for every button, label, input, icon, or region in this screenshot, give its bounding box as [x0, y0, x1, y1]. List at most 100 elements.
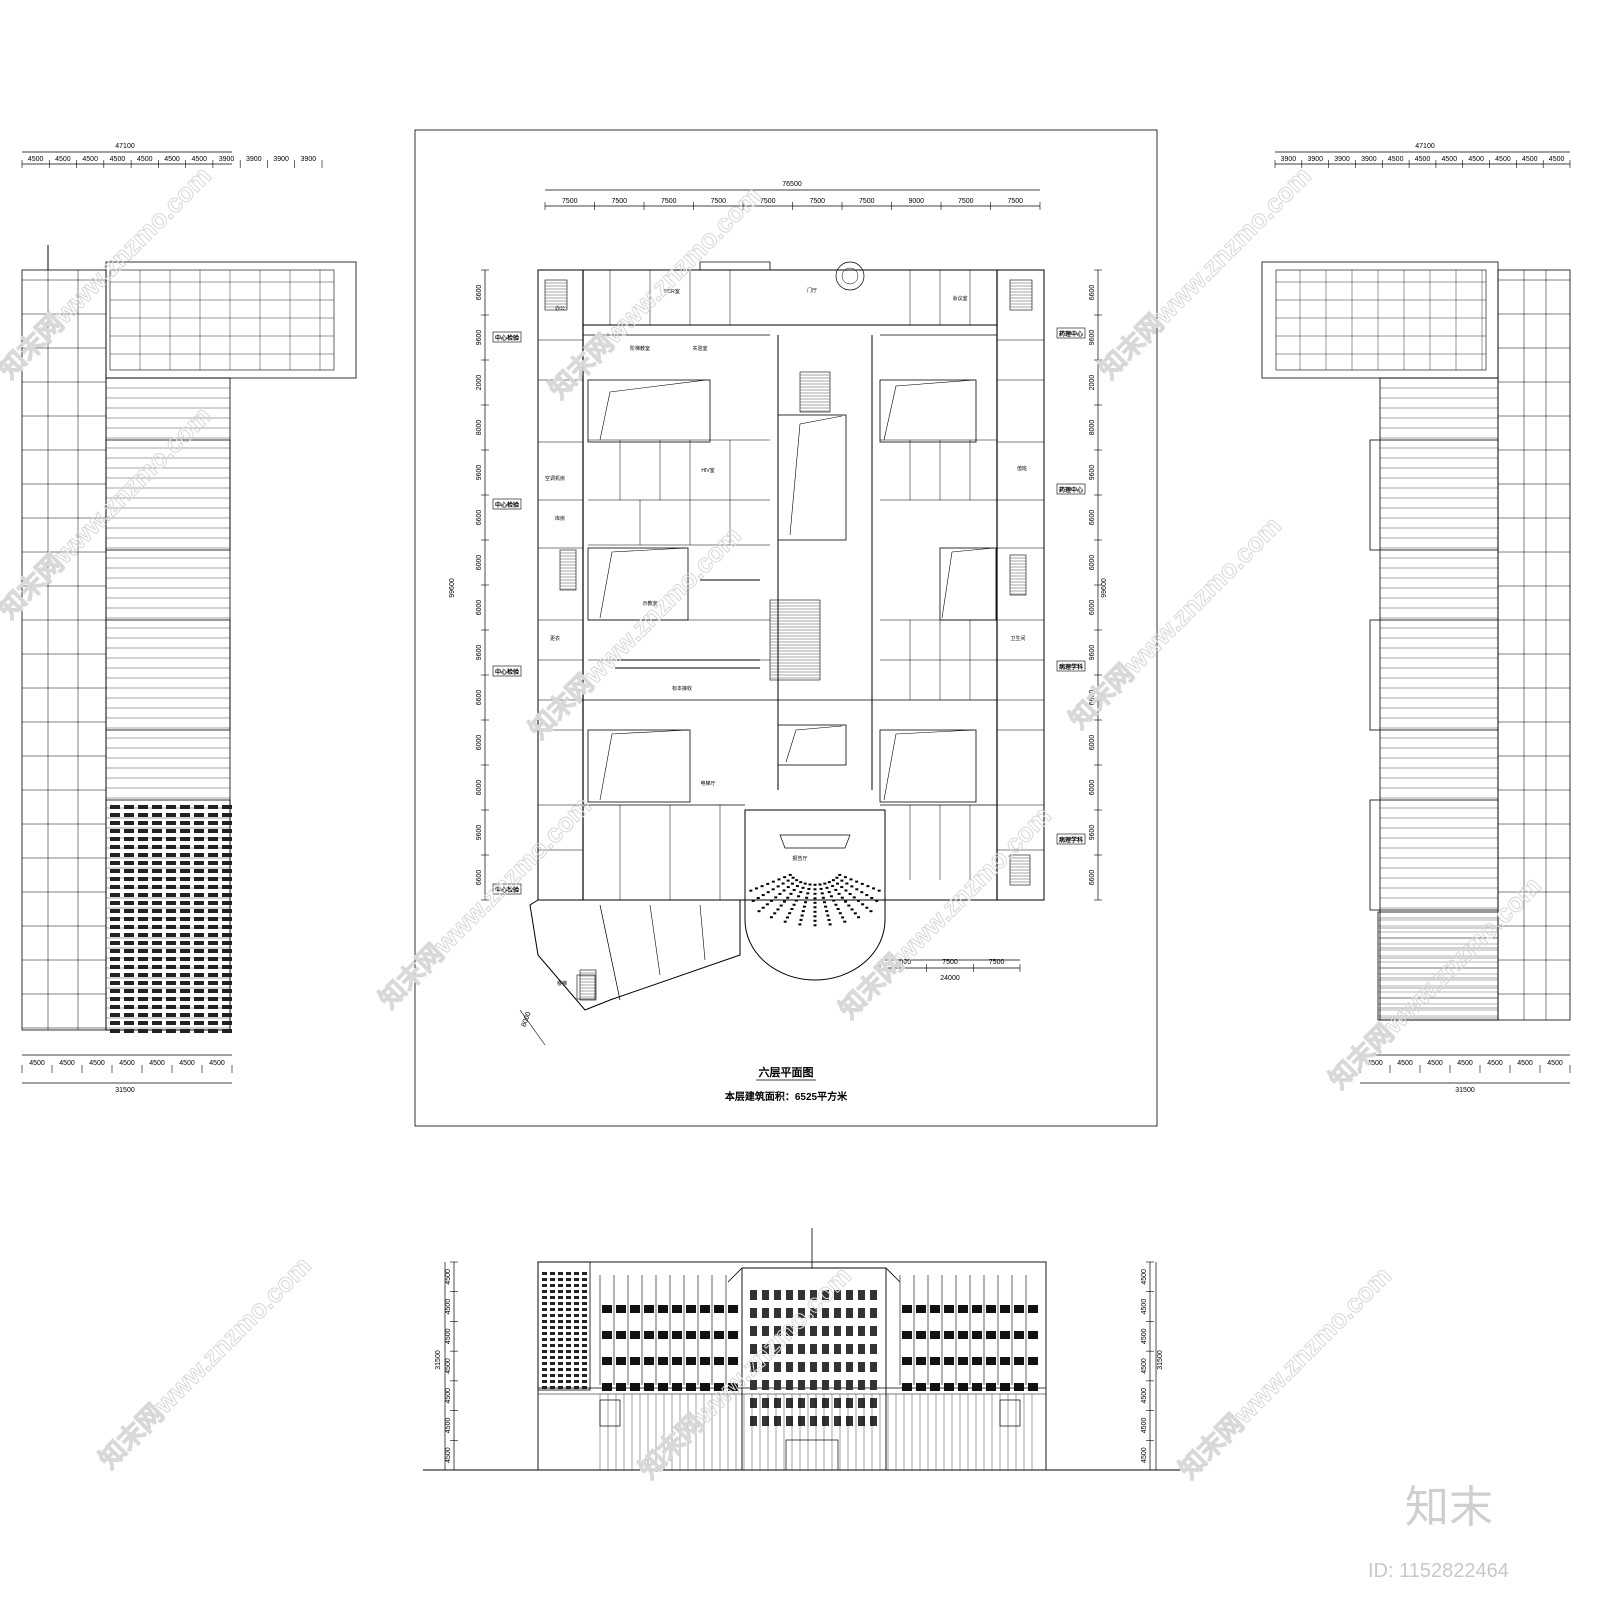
plan-right-span-7: 6000: [1089, 555, 1096, 571]
tag-left-2: 中心检验: [495, 501, 519, 509]
left-elev-bottom-span-3: 4500: [89, 1060, 105, 1067]
znzmo-logo: 知末: [1405, 1483, 1493, 1532]
front-elev-left-span-7: 4500: [445, 1447, 452, 1463]
plan-right-span-14: 6600: [1089, 870, 1096, 886]
plan-left-span-7: 6000: [476, 555, 483, 571]
watermark-11: 知末网www.znzmo.com: [633, 1260, 857, 1484]
room-label-12: 值班: [1017, 465, 1027, 472]
left-elev-top-span-3: 4500: [82, 156, 98, 163]
front-elev-left-total: 31500: [435, 1350, 442, 1370]
left-elev-facade-grid: [22, 270, 334, 1030]
watermark-3: 知末网www.znzmo.com: [1093, 160, 1317, 384]
watermark-2: 知末网www.znzmo.com: [543, 180, 767, 404]
room-label-6: 会议室: [952, 295, 967, 302]
right-elev-bottom-span-4: 4500: [1457, 1060, 1473, 1067]
room-label-15: 楼梯: [557, 980, 567, 987]
right-elev-top-span-3: 3900: [1334, 156, 1350, 163]
plan-right-span-1: 6600: [1089, 285, 1096, 301]
room-label-4: 实验室: [692, 345, 707, 352]
plan-atria: [587, 379, 997, 803]
right-elev-top-span-6: 4500: [1415, 156, 1431, 163]
watermark-4: 知末网www.znzmo.com: [0, 400, 217, 624]
left-elev-top-span-9: 3900: [246, 156, 262, 163]
plan-right-span-12: 6000: [1089, 780, 1096, 796]
front-elev-left-span-4: 4500: [445, 1358, 452, 1374]
room-label-7: 报告厅: [792, 855, 807, 862]
plan-top-span-2: 7500: [611, 198, 627, 205]
plan-left-dimension-chain: 6600960020008000960066006000600096006600…: [476, 269, 489, 901]
left-elev-bottom-span-2: 4500: [59, 1060, 75, 1067]
plan-right-span-5: 9600: [1089, 465, 1096, 481]
plan-left-span-4: 8000: [476, 420, 483, 436]
plan-left-span-8: 6000: [476, 600, 483, 616]
room-label-13: 卫生间: [1010, 635, 1025, 642]
plan-stairs: [544, 279, 1033, 1001]
front-elev-right-span-7: 4500: [1141, 1447, 1148, 1463]
plan-top-span-6: 7500: [809, 198, 825, 205]
plan-left-span-2: 9600: [476, 330, 483, 346]
room-label-1: PCR室: [664, 288, 680, 295]
plan-top-span-1: 7500: [562, 198, 578, 205]
auditorium-seats: [749, 873, 881, 927]
plan-right-span-3: 2000: [1089, 375, 1096, 391]
left-elev-bottom-span-7: 4500: [209, 1060, 225, 1067]
watermarks: 知末网www.znzmo.com 知末网www.znzmo.com 知末网www…: [0, 160, 1547, 1485]
plan-left-span-14: 6600: [476, 870, 483, 886]
right-elev-bottom-span-1: 4500: [1367, 1060, 1383, 1067]
room-label-9: 办公: [555, 305, 565, 312]
left-elev-top-span-1: 4500: [28, 156, 44, 163]
plan-left-span-13: 9600: [476, 825, 483, 841]
plan-top-span-8: 9000: [908, 198, 924, 205]
tag-left-4: 中心检验: [495, 886, 519, 894]
plan-room-partitions: [538, 261, 1044, 900]
front-elev-left-span-3: 4500: [445, 1328, 452, 1344]
right-elev-bottom-span-6: 4500: [1517, 1060, 1533, 1067]
right-elev-bottom-span-7: 4500: [1547, 1060, 1563, 1067]
plan-top-span-10: 7500: [1007, 198, 1023, 205]
left-elev-top-span-11: 3900: [301, 156, 317, 163]
plan-top-span-7: 7500: [859, 198, 875, 205]
plan-title: 六层平面图: [759, 1065, 814, 1079]
right-elev-top-span-8: 4500: [1468, 156, 1484, 163]
right-elev-base-lines: [1378, 919, 1498, 1017]
plan-walls: [537, 269, 1045, 901]
tag-left-1: 中心检验: [495, 334, 519, 342]
left-elev-top-span-8: 3900: [219, 156, 235, 163]
plan-left-span-11: 6000: [476, 735, 483, 751]
plan-left-span-10: 6600: [476, 690, 483, 706]
left-elev-curtain-wall: [110, 805, 232, 1033]
left-elev-bottom-span-4: 4500: [119, 1060, 135, 1067]
plan-right-span-6: 6600: [1089, 510, 1096, 526]
room-label-16: 电梯厅: [700, 780, 715, 787]
front-elev-left-span-2: 4500: [445, 1299, 452, 1315]
front-elev-left-span-1: 4500: [445, 1269, 452, 1285]
plan-top-span-4: 7500: [710, 198, 726, 205]
left-elev-top-span-5: 4500: [137, 156, 153, 163]
room-label-3: 门厅: [807, 287, 817, 294]
left-elev-bottom-total: 31500: [115, 1087, 135, 1094]
right-elev-top-span-2: 3900: [1307, 156, 1323, 163]
right-elev-bottom-total: 31500: [1455, 1087, 1475, 1094]
tag-right-3: 病理学科: [1059, 663, 1083, 671]
right-elev-top-span-1: 3900: [1281, 156, 1297, 163]
watermark-1: 知末网www.znzmo.com: [0, 160, 217, 384]
plan-area-label: 本层建筑面积：6525平方米: [725, 1090, 848, 1103]
watermark-10: 知末网www.znzmo.com: [93, 1250, 317, 1474]
right-elev-top-span-5: 4500: [1388, 156, 1404, 163]
plan-right-dimension-chain: 6600960020008000960066006000600096006600…: [1089, 269, 1102, 901]
tag-right-4: 病理学科: [1059, 836, 1083, 844]
left-elev-top-span-10: 3900: [273, 156, 289, 163]
room-label-17: 标本接收: [672, 685, 692, 692]
left-elev-top-span-4: 4500: [110, 156, 126, 163]
plan-frame: [414, 129, 1158, 1127]
plan-left-span-6: 6600: [476, 510, 483, 526]
watermark-6: 知末网www.znzmo.com: [1063, 510, 1287, 734]
left-elev-top-span-2: 4500: [55, 156, 71, 163]
front-elev-right-span-1: 4500: [1141, 1269, 1148, 1285]
right-elev-top-span-4: 3900: [1361, 156, 1377, 163]
